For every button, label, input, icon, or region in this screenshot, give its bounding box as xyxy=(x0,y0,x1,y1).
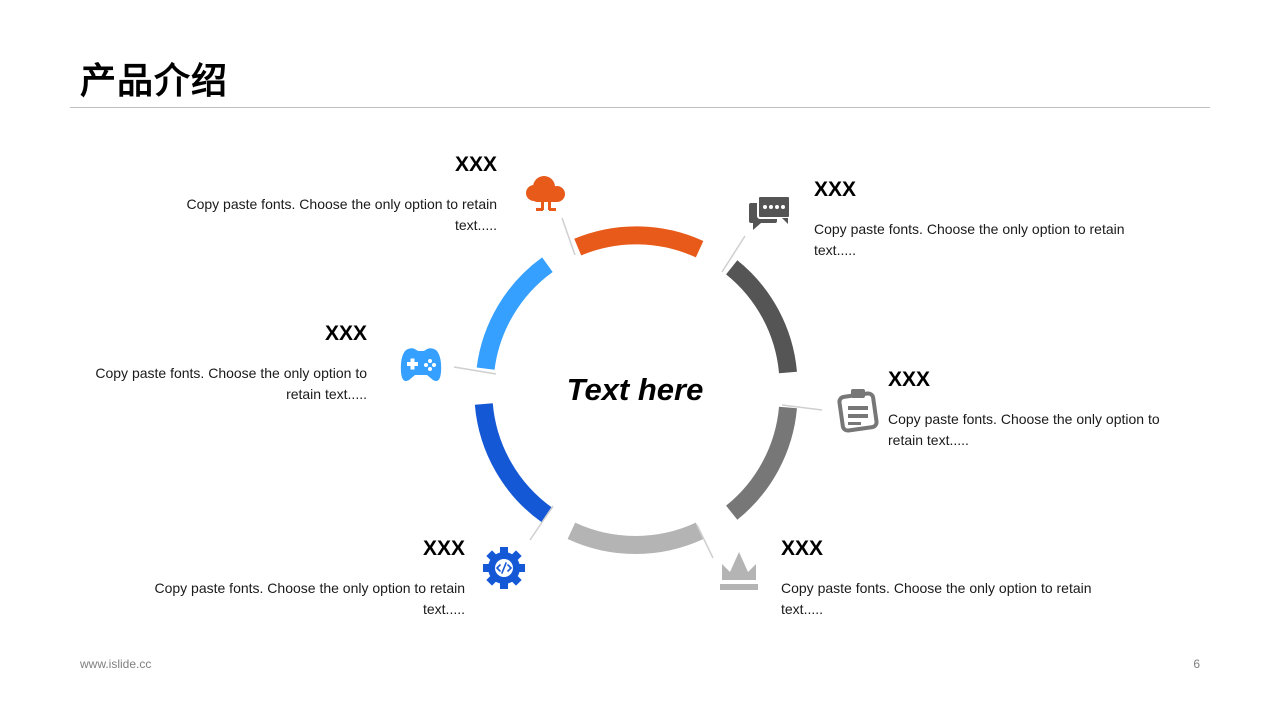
clipboard-icon xyxy=(837,389,879,433)
item-heading: XXX xyxy=(781,537,824,560)
item-body: Copy paste fonts. Choose the only option… xyxy=(888,411,1160,448)
item-body: Copy paste fonts. Choose the only option… xyxy=(186,196,497,233)
item-heading: XXX xyxy=(888,368,931,391)
item-body: Copy paste fonts. Choose the only option… xyxy=(95,365,367,402)
chat-bubbles-icon xyxy=(749,195,791,230)
connector-line xyxy=(529,505,554,541)
ring-segment-dark-gray xyxy=(725,260,797,374)
gamepad-icon xyxy=(400,348,442,381)
connector-line xyxy=(453,366,497,375)
slide-title: 产品介绍 xyxy=(80,61,229,102)
connector-line xyxy=(781,404,823,411)
ring-segment-orange xyxy=(574,226,704,258)
connector-line xyxy=(561,217,576,256)
ring-segment-blue xyxy=(474,403,553,523)
code-gear-icon xyxy=(483,547,525,589)
title-divider xyxy=(70,107,1210,108)
item-body: Copy paste fonts. Choose the only option… xyxy=(781,580,1092,617)
item-heading: XXX xyxy=(422,537,465,560)
page-number: 6 xyxy=(1193,657,1200,671)
cloud-upload-icon xyxy=(526,176,565,211)
crown-icon xyxy=(720,552,758,590)
center-text: Text here xyxy=(566,372,704,407)
connector-line xyxy=(696,524,714,559)
ring-segment-mid-gray xyxy=(725,406,797,520)
connector-line xyxy=(721,235,746,273)
item-body: Copy paste fonts. Choose the only option… xyxy=(154,580,465,617)
item-heading: XXX xyxy=(454,153,497,176)
ring-segment-light-gray xyxy=(567,522,704,554)
ring-segment-light-blue xyxy=(476,257,553,370)
footer-url: www.islide.cc xyxy=(80,657,152,671)
item-body: Copy paste fonts. Choose the only option… xyxy=(814,221,1125,258)
item-heading: XXX xyxy=(814,178,857,201)
item-heading: XXX xyxy=(324,322,367,345)
